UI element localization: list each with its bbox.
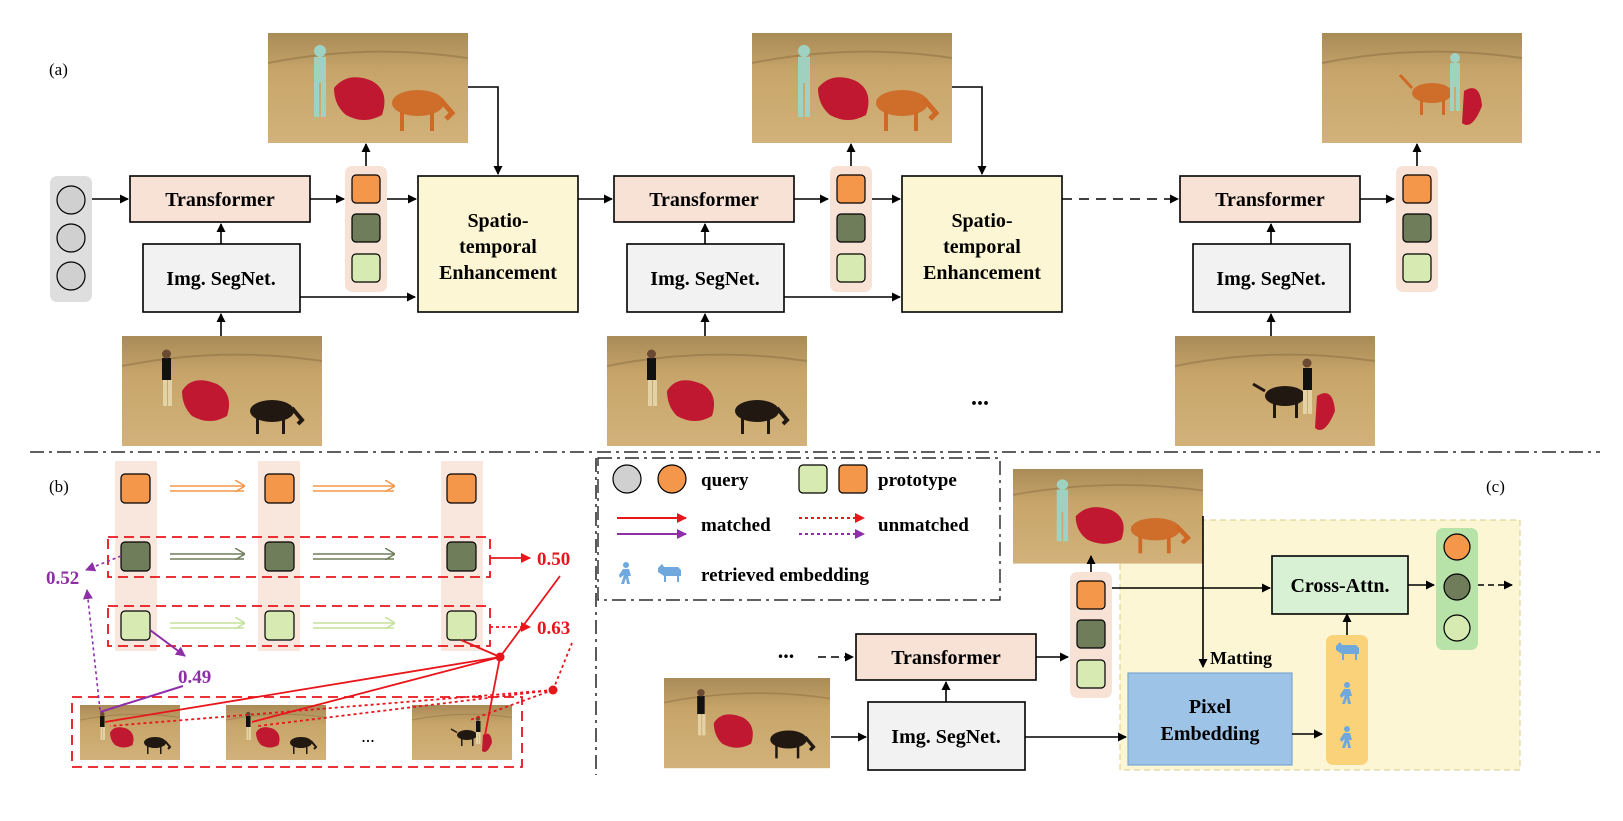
cross-attn-label: Cross-Attn. [1290,575,1389,597]
input-frame-photo [120,334,324,448]
legend-box [597,457,1001,601]
input-frame-photo [662,676,832,770]
ste-label-line3: Enhancement [923,262,1041,284]
frames-ellipsis: ... [361,726,375,746]
output-mask-photo [1320,31,1524,145]
query-token [56,261,86,291]
query-token [56,185,86,215]
prototype-group-box [107,536,491,578]
img-segnet-box [142,243,301,313]
score-purple-bottom: 0.49 [178,667,211,688]
img-segnet-label: Img. SegNet. [1216,268,1325,290]
transformer-label: Transformer [1215,189,1325,211]
legend-prototype-label: prototype [878,470,957,491]
retrieved-embedding-stack [1326,635,1368,765]
ste-label-line2: temporal [943,236,1021,258]
legend-unmatched-label: unmatched [878,515,969,536]
stage-2: Transformer Img. SegNet. Spatio- tempora… [605,33,1063,448]
pixel-embedding-line1: Pixel [1189,696,1232,718]
frame-thumbnail [79,704,181,761]
transformer-label: Transformer [891,647,1001,669]
input-frame-photo [605,334,809,448]
spatio-temporal-enhancement-box [417,175,579,313]
person-icon [619,562,631,584]
legend-query-label: query [701,470,749,491]
input-frame-photo [1173,334,1377,448]
score-unmatched: 0.63 [537,618,570,639]
matting-label: Matting [1210,648,1272,668]
stage-1: Transformer Img. SegNet. Spatio- tempora… [120,33,579,448]
panel-c-label: (c) [1486,477,1505,496]
ste-label-line3: Enhancement [439,262,557,284]
output-mask-photo [268,33,468,143]
panel-b-label: (b) [49,477,69,496]
img-segnet-label: Img. SegNet. [166,268,275,290]
score-matched: 0.50 [537,549,570,570]
ste-label-line1: Spatio- [467,210,528,232]
stage-3: Transformer Img. SegNet. [1173,31,1524,448]
panel-a-label: (a) [49,60,68,79]
score-purple-top: 0.52 [46,568,79,589]
cross-attn-box [1271,555,1409,615]
transformer-label: Transformer [165,189,275,211]
pixel-embedding-box [1127,672,1293,766]
query-token [56,223,86,253]
panel-c-ellipsis: ... [778,638,795,663]
sequence-ellipsis: ... [971,385,989,411]
img-segnet-label: Img. SegNet. [650,268,759,290]
output-mask-photo [752,33,952,143]
prototype-group-box [107,605,491,647]
legend-query-orange [657,464,687,494]
img-segnet-label: Img. SegNet. [891,726,1000,748]
pixel-embedding-line2: Embedding [1161,723,1260,745]
legend-matched-label: matched [701,515,771,536]
output-mask-photo [1013,469,1203,564]
ste-label-line2: temporal [459,236,537,258]
transformer-label: Transformer [649,189,759,211]
legend-retrieved-label: retrieved embedding [701,565,869,586]
frame-thumbnail [411,704,513,761]
legend-query-gray [612,464,642,494]
ste-label-line1: Spatio- [951,210,1012,232]
frame-group-box [71,696,523,768]
cow-icon [658,564,681,582]
